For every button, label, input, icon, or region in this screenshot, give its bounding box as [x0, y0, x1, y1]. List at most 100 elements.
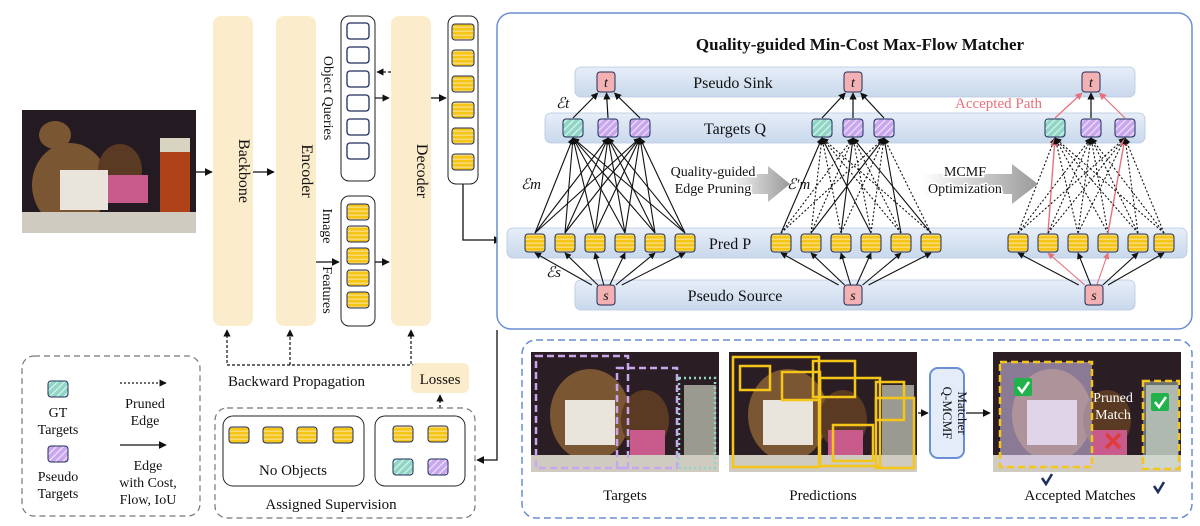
output-to-matcher-arrow — [462, 184, 502, 244]
bottom-predictions-label: Predictions — [789, 488, 857, 504]
source-to-pred-edge — [780, 252, 839, 286]
pred-to-target-edge — [564, 137, 576, 234]
pseudo-target-node — [873, 118, 895, 138]
pred-to-target-edge — [1054, 137, 1139, 234]
source-node-label: s — [603, 289, 609, 304]
edge-set-em-prime: ℰ′m — [787, 177, 810, 193]
losses-label: Losses — [420, 372, 461, 388]
source-to-pred-edge — [856, 252, 872, 286]
pred-node — [584, 233, 606, 253]
source-to-pred-edge — [593, 252, 605, 286]
backbone-block: Backbone — [213, 16, 253, 326]
source-to-pred-edge — [1047, 252, 1086, 286]
pred-to-target-edge — [852, 137, 932, 234]
targets-image — [531, 352, 719, 472]
sink-node-label: t — [1089, 76, 1094, 91]
pred-to-target-edge — [780, 137, 885, 234]
pred-node — [1037, 233, 1059, 253]
source-to-pred-edge — [868, 252, 932, 286]
pseudo-target-node — [1080, 118, 1102, 138]
target-to-sink-edge — [572, 92, 599, 119]
object-queries-label: Object Queries — [320, 56, 335, 140]
source-to-pred-edge — [862, 252, 902, 286]
qmcmf-label-1: Q-MCMF — [940, 387, 955, 440]
source-node-label: s — [850, 289, 856, 304]
pred-node — [644, 233, 666, 253]
targets-label: Targets Q — [704, 121, 767, 138]
accepted-path-label: Accepted Path — [955, 96, 1043, 112]
pseudo-target-node — [842, 118, 864, 138]
pred-node — [1067, 233, 1089, 253]
pred-node — [1007, 233, 1029, 253]
source-to-pred-edge — [609, 252, 626, 286]
target-to-sink-edge — [821, 92, 846, 119]
legend-edge-2: with Cost, — [119, 476, 177, 491]
legend: GT Targets Pseudo Targets Pruned Edge Ed… — [21, 355, 201, 517]
sink-node-label: t — [604, 76, 609, 91]
pred-node — [614, 233, 636, 253]
sink-node — [1081, 71, 1101, 93]
pred-to-target-edge — [810, 137, 854, 234]
pred-to-target-edge — [571, 137, 596, 234]
pred-to-target-edge — [1090, 137, 1139, 234]
pseudo-target-node — [629, 118, 651, 138]
graph-edges — [534, 92, 1165, 286]
pred-to-target-edge — [821, 137, 872, 234]
sink-node — [843, 71, 863, 93]
pred-node — [890, 233, 912, 253]
assigned-supervision-label: Assigned Supervision — [265, 497, 397, 513]
pred-node — [1127, 233, 1149, 253]
backbone-label: Backbone — [235, 139, 252, 203]
legend-pruned-2: Edge — [131, 414, 160, 429]
pred-node — [524, 233, 546, 253]
edge-set-et: ℰt — [556, 96, 570, 112]
pred-to-target-edge — [564, 137, 641, 234]
legend-pseudo-2: Targets — [38, 487, 79, 502]
predictions-image — [729, 352, 917, 472]
target-to-sink-edge — [613, 92, 641, 119]
pred-node — [920, 233, 942, 253]
source-node-label: s — [1091, 289, 1097, 304]
target-to-sink-edge — [860, 92, 885, 119]
target-to-sink-edge — [1098, 92, 1126, 119]
input-image — [22, 110, 196, 233]
pred-to-target-edge — [572, 137, 656, 234]
gt-target-node — [562, 118, 584, 138]
image-features: Image Features — [319, 195, 376, 327]
image-features-label-1: Image — [319, 209, 334, 244]
sink-node — [596, 71, 616, 93]
source-to-pred-edge — [1077, 252, 1092, 286]
legend-edge-3: Flow, IoU — [120, 493, 177, 508]
source-to-pred-edge — [621, 252, 686, 286]
pseudo-sink-label: Pseudo Sink — [693, 75, 773, 92]
pred-to-target-edge — [780, 137, 823, 234]
pred-to-target-edge — [572, 137, 626, 234]
pred-to-target-edge — [821, 137, 932, 234]
source-to-pred-edge — [615, 252, 656, 286]
pred-to-target-edge — [1047, 137, 1126, 234]
assigned-supervision: No Objects Assigned Supervision — [214, 407, 476, 519]
pred-to-target-edge — [572, 137, 686, 234]
legend-gt-1: GT — [49, 406, 68, 421]
source-to-pred-edge — [564, 252, 599, 286]
matcher-title: Quality-guided Min-Cost Max-Flow Matcher — [696, 35, 1025, 54]
mcmf-label-2: Optimization — [928, 182, 1002, 197]
accepted-check-mark-1 — [1040, 473, 1054, 487]
sink-node-label: t — [851, 76, 856, 91]
losses-box: Losses — [411, 363, 469, 393]
pred-label: Pred P — [709, 236, 751, 253]
pred-to-target-edge — [534, 137, 574, 234]
matcher-to-supervision-arrow — [476, 330, 498, 464]
pruning-label-1: Quality-guided — [671, 165, 756, 180]
pred-to-target-edge — [534, 137, 609, 234]
backward-propagation-label: Backward Propagation — [228, 374, 366, 390]
pred-node — [860, 233, 882, 253]
pred-node — [1153, 233, 1175, 253]
pred-node — [1097, 233, 1119, 253]
bottom-targets-label: Targets — [603, 488, 647, 504]
target-to-sink-edge — [603, 92, 611, 119]
source-to-pred-edge — [1096, 252, 1110, 286]
accepted-image: Pruned Match — [993, 352, 1181, 472]
source-node — [843, 284, 863, 306]
pred-to-target-edge — [1047, 137, 1059, 234]
